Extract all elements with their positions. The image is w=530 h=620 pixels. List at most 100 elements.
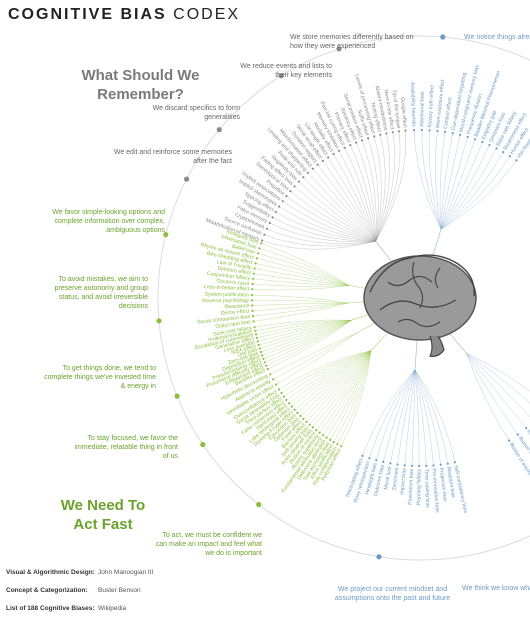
- branch-line: [256, 319, 352, 339]
- branch-line: [278, 350, 371, 390]
- branch-tip-dot: [355, 141, 358, 144]
- branch-tip-dot: [340, 445, 343, 448]
- bias-label: Pessimism bias: [407, 468, 415, 505]
- branch-line: [297, 350, 372, 414]
- branch-line: [440, 160, 517, 230]
- branch-tip-dot: [282, 395, 285, 398]
- branch-tip-dot: [261, 354, 264, 357]
- bias-label: Pro-innovation bias: [430, 468, 440, 513]
- branch-tip-dot: [337, 149, 341, 152]
- branch-line: [466, 353, 518, 435]
- branch-line: [272, 217, 376, 242]
- bias-label: Attentional bias: [419, 91, 425, 127]
- branch-tip-dot: [278, 205, 281, 208]
- branch-line: [307, 172, 376, 242]
- branch-line: [270, 332, 358, 375]
- bias-label: Illusory truth effect: [427, 84, 435, 127]
- branch-tip-dot: [258, 347, 261, 350]
- category-act-5: To act, we must be confident we can make…: [155, 532, 262, 557]
- branch-line: [306, 350, 372, 423]
- branch-tip-dot: [375, 459, 378, 462]
- branch-line: [259, 319, 352, 349]
- branch-line: [251, 299, 349, 304]
- branch-line: [326, 350, 372, 438]
- category-others-thinking: We think we know what other people are t…: [462, 585, 530, 592]
- branch-line: [262, 240, 376, 250]
- bias-label: Mere exposure effect: [435, 79, 446, 129]
- branch-line: [440, 148, 497, 230]
- branch-line: [367, 138, 379, 242]
- branch-line: [261, 243, 350, 286]
- branch-tip-dot: [428, 129, 431, 132]
- branch-tip-dot: [272, 378, 275, 381]
- credit-list: List of 188 Cognitive Biases:Wikipedia: [6, 605, 127, 612]
- branch-line: [414, 369, 427, 466]
- branch-tip-dot: [432, 464, 435, 467]
- branch-line: [264, 320, 352, 363]
- branch-line: [260, 319, 352, 353]
- credit-concept: Concept & Categorization:Buster Benson: [6, 587, 141, 594]
- branch-tip-dot: [474, 138, 477, 141]
- branch-line: [466, 353, 530, 418]
- branch-line: [421, 129, 442, 230]
- branch-line: [316, 350, 372, 431]
- brain-icon: [363, 254, 477, 357]
- branch-tip-dot: [254, 333, 258, 336]
- category-dot: [163, 232, 169, 238]
- branch-tip-dot: [285, 195, 288, 198]
- branch-line: [286, 350, 371, 401]
- branch-tip-dot: [368, 457, 371, 460]
- branch-tip-dot: [258, 247, 261, 250]
- branch-tip-dot: [436, 129, 439, 132]
- bias-label: Context effect: [443, 96, 454, 129]
- category-remember-3: We discard specifics to form generalitie…: [152, 105, 240, 121]
- bias-label: Delmore effect: [217, 266, 252, 277]
- branch-line: [264, 234, 376, 247]
- branch-line: [413, 130, 442, 230]
- branch-line: [322, 350, 372, 436]
- branch-tip-dot: [268, 221, 271, 225]
- branch-tip-dot: [343, 146, 346, 149]
- branch-line: [258, 253, 350, 286]
- branch-line: [255, 263, 350, 286]
- category-dot: [336, 46, 342, 52]
- branch-tip-dot: [278, 388, 281, 391]
- branch-line: [375, 133, 390, 242]
- branch-lines: [250, 128, 530, 468]
- branch-tip-dot: [446, 462, 449, 465]
- category-remember-1: We store memories differently based on h…: [290, 34, 414, 50]
- branch-tip-dot: [251, 309, 254, 312]
- branch-tip-dot: [507, 439, 511, 442]
- branch-line: [266, 320, 352, 366]
- branch-line: [258, 319, 352, 346]
- branch-line: [440, 133, 453, 230]
- branch-line: [375, 132, 395, 242]
- branch-tip-dot: [281, 200, 284, 203]
- branch-tip-dot: [373, 135, 376, 138]
- branch-tip-dot: [315, 429, 318, 432]
- branch-tip-dot: [293, 185, 296, 188]
- branch-line: [355, 142, 376, 242]
- branch-line: [303, 350, 372, 420]
- branch-tip-dot: [508, 155, 511, 158]
- branch-tip-dot: [420, 128, 423, 132]
- category-remember-4: We edit and reinforce some memories afte…: [113, 149, 232, 165]
- bias-label: Time-saving bias: [423, 469, 430, 509]
- branch-tip-dot: [271, 216, 274, 219]
- branch-tip-dot: [297, 180, 300, 183]
- branch-line: [375, 130, 407, 242]
- bias-label: Social comparison bias: [197, 314, 251, 326]
- branch-tip-dot: [257, 343, 260, 347]
- branch-trunk: [414, 337, 418, 370]
- branch-tip-dot: [290, 405, 293, 408]
- branch-tip-dot: [254, 329, 257, 332]
- branch-tip-dot: [265, 364, 268, 367]
- bias-label: Occam's razor: [216, 278, 250, 287]
- branch-line: [440, 134, 461, 230]
- heading-act: We Need To Act Fast: [60, 497, 146, 533]
- branch-tip-dot: [349, 144, 352, 147]
- branch-tip-dot: [251, 282, 254, 286]
- branch-tip-dot: [293, 408, 296, 411]
- bias-label: Moral luck: [383, 465, 393, 490]
- branch-line: [253, 302, 349, 322]
